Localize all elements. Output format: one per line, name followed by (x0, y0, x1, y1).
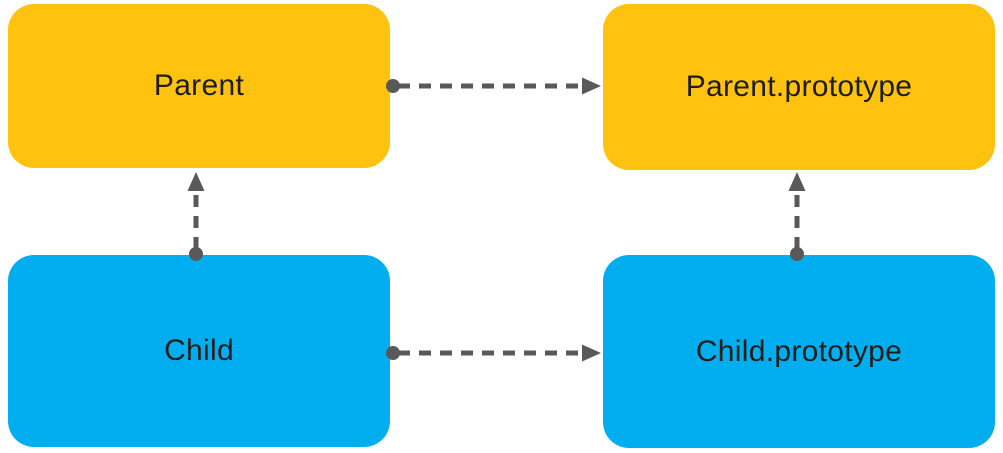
node-parent-label: Parent (153, 69, 245, 102)
edge-child-to-child-prototype (386, 344, 601, 362)
node-child: Child (8, 255, 390, 447)
node-parent-prototype-label: Parent.prototype (685, 70, 913, 103)
node-parent: Parent (8, 4, 390, 168)
edge-arrowhead-icon (582, 77, 601, 95)
edge-arrowhead-icon (187, 172, 205, 191)
edge-child-to-parent (187, 172, 205, 261)
edge-arrowhead-icon (582, 344, 601, 362)
edge-arrowhead-icon (788, 172, 806, 191)
edge-parent-to-parent-prototype (386, 77, 601, 95)
node-child-prototype-label: Child.prototype (695, 334, 903, 368)
node-parent-prototype: Parent.prototype (603, 4, 995, 170)
node-child-label: Child (164, 334, 234, 367)
edge-child-prototype-to-parent-prototype (788, 172, 806, 261)
node-child-prototype: Child.prototype (603, 255, 995, 448)
